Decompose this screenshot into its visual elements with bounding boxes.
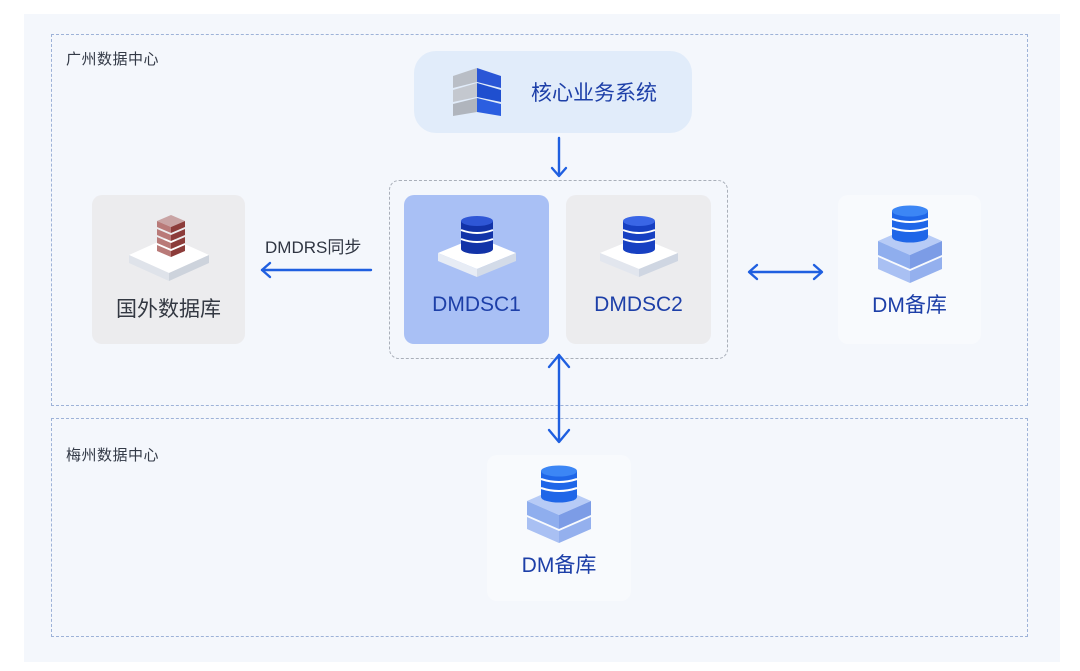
zone-guangzhou [51,34,1028,406]
database-stack-icon [877,205,942,283]
dmdsc1-label: DMDSC1 [432,293,521,316]
node-dm-backup-guangzhou[interactable]: DM备库 [838,195,981,344]
zone-meizhou [51,418,1028,637]
dm-backup-meizhou-label: DM备库 [521,554,597,577]
database-platform-icon [128,215,209,281]
zone-guangzhou-label: 广州数据中心 [66,51,160,68]
dmdsc2-label: DMDSC2 [594,293,683,316]
node-dmdsc1[interactable]: DMDSC1 [404,195,549,344]
node-dmdsc2[interactable]: DMDSC2 [566,195,711,344]
database-platform-icon [599,216,678,277]
dm-backup-guangzhou-label: DM备库 [872,294,947,317]
server-stack-icon [453,68,501,116]
database-platform-icon [437,216,516,277]
node-core-system[interactable]: 核心业务系统 [414,51,692,133]
node-dm-backup-meizhou[interactable]: DM备库 [487,455,631,601]
foreign-db-label: 国外数据库 [116,298,221,321]
database-stack-icon [527,465,591,543]
zone-meizhou-label: 梅州数据中心 [66,447,160,464]
core-system-label: 核心业务系统 [531,82,657,105]
node-foreign-db[interactable]: 国外数据库 [92,195,245,344]
edge-sync-label: DMDRS同步 [265,238,362,257]
